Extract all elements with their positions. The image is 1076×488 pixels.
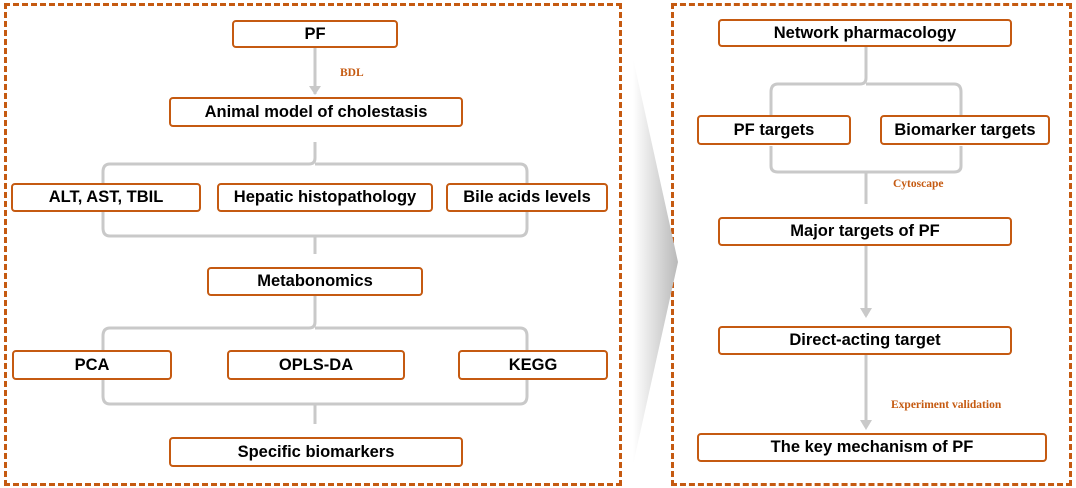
node-biomarker-targets: Biomarker targets: [880, 115, 1050, 145]
node-pf: PF: [232, 20, 398, 48]
bracket-bottom-analyses: [101, 380, 529, 424]
edge-label-cytoscape: Cytoscape: [893, 178, 944, 190]
bracket-top-analyses: [101, 296, 529, 350]
node-major-targets: Major targets of PF: [718, 217, 1012, 246]
node-specific-biomarkers: Specific biomarkers: [169, 437, 463, 467]
node-opls-da: OPLS-DA: [227, 350, 405, 380]
node-pca: PCA: [12, 350, 172, 380]
bracket-top-assessments: [101, 142, 529, 184]
left-panel: [4, 3, 622, 486]
transition-arrow: [633, 58, 678, 465]
node-animal-model: Animal model of cholestasis: [169, 97, 463, 127]
node-kegg: KEGG: [458, 350, 608, 380]
node-hepatic-histopathology: Hepatic histopathology: [217, 183, 433, 212]
node-direct-acting-target: Direct-acting target: [718, 326, 1012, 355]
bracket-bottom-assessments: [101, 210, 529, 254]
node-bile-acids-levels: Bile acids levels: [446, 183, 608, 212]
arrowhead-pf-to-animal-model: [309, 86, 321, 95]
node-alt-ast-tbil: ALT, AST, TBIL: [11, 183, 201, 212]
arrowhead-major-to-direct: [860, 308, 872, 318]
node-pf-targets: PF targets: [697, 115, 851, 145]
edge-label-bdl: BDL: [340, 67, 364, 79]
node-network-pharmacology: Network pharmacology: [718, 19, 1012, 47]
bracket-top-targets: [769, 47, 963, 116]
node-key-mechanism: The key mechanism of PF: [697, 433, 1047, 462]
node-metabonomics: Metabonomics: [207, 267, 423, 296]
edge-label-experiment-validation: Experiment validation: [891, 399, 1002, 411]
arrowhead-direct-to-key: [860, 420, 872, 430]
bracket-bottom-targets: [769, 146, 963, 204]
